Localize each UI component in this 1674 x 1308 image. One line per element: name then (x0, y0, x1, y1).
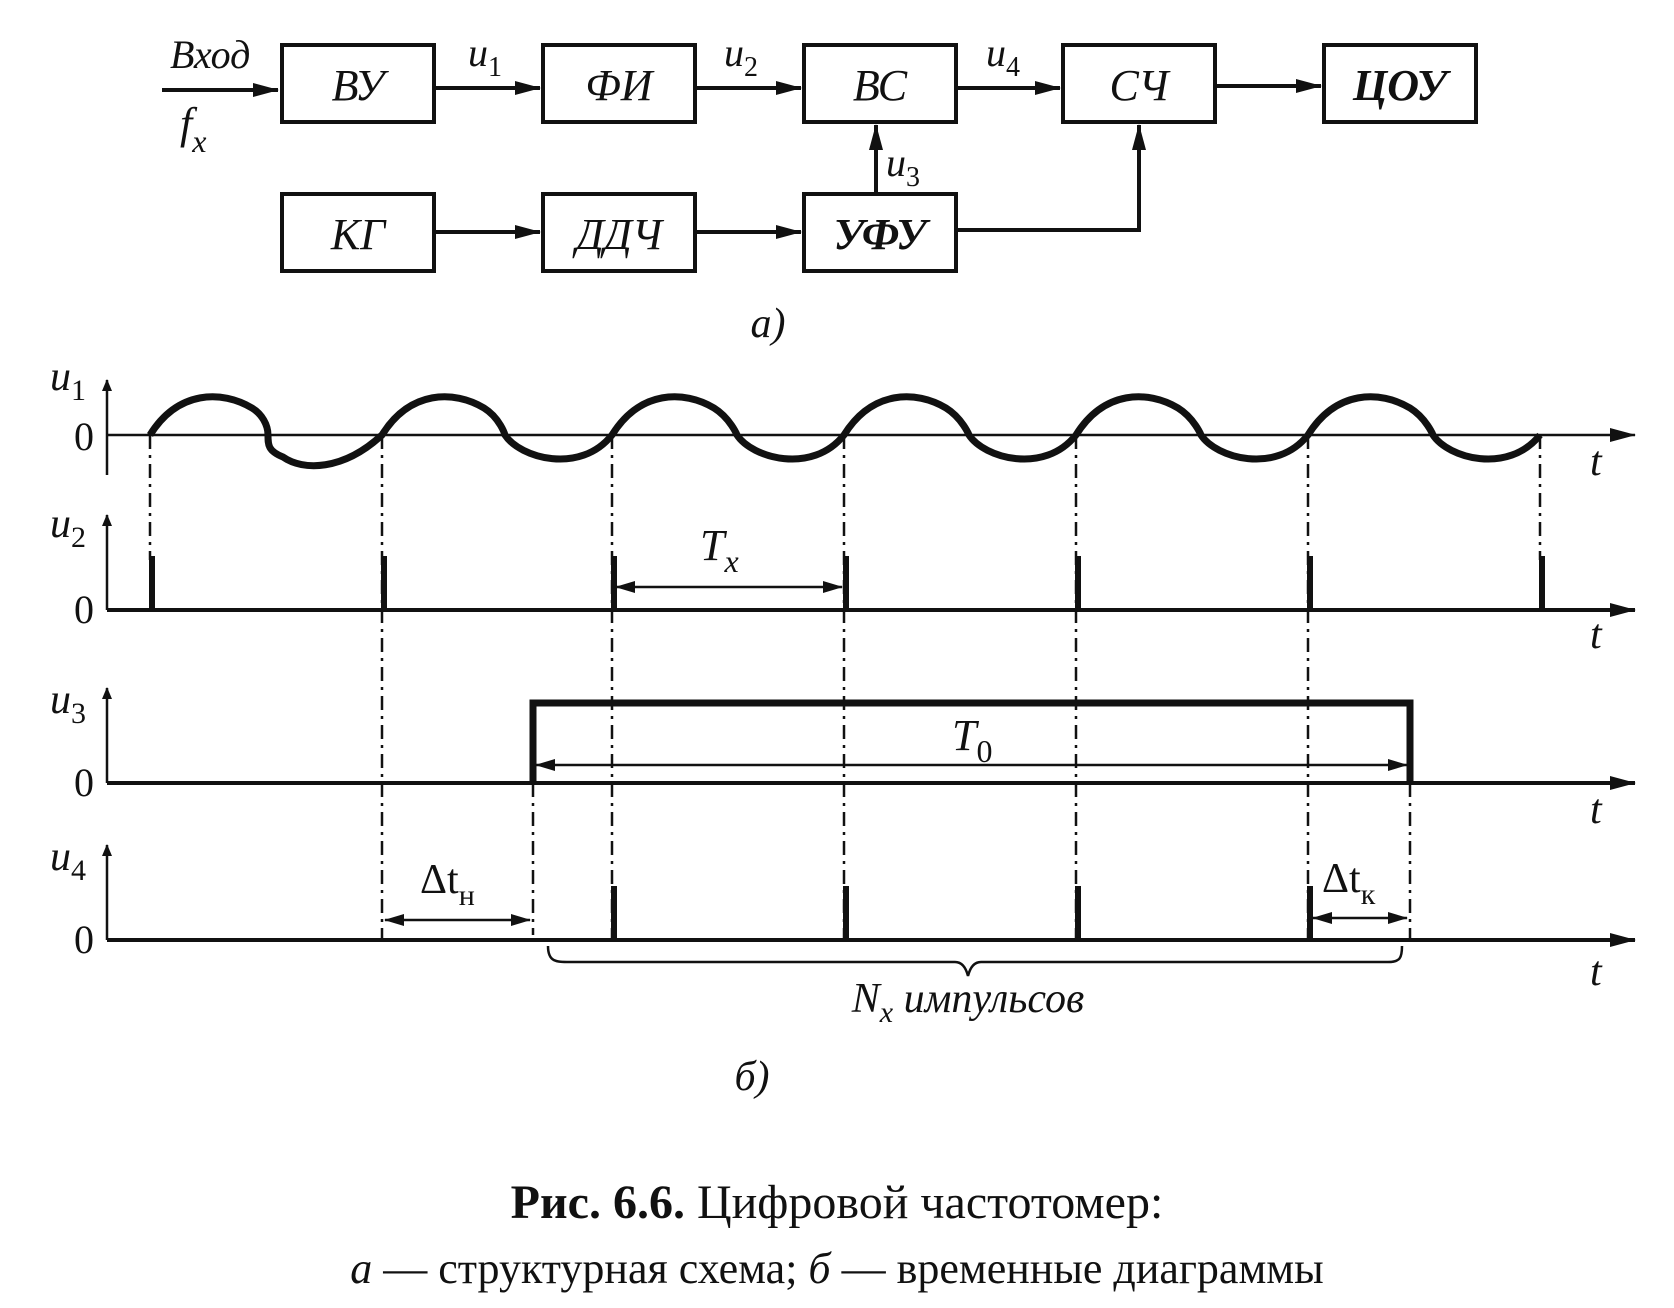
panel-b-label: б) (734, 1054, 769, 1100)
u2-zero: 0 (74, 587, 94, 632)
dtn-label: Δtн (420, 857, 475, 912)
u2-axis-name: u2 (50, 501, 86, 554)
caption-line-1: Рис. 6.6. Цифровой частотомер: (511, 1176, 1164, 1229)
signal-u1-label: u1 (468, 30, 502, 83)
block-sch (1061, 43, 1217, 124)
input-label: Вход (170, 32, 250, 77)
arrow-ufu-sch (956, 124, 1146, 232)
u3-axis-name: u3 (50, 677, 86, 730)
panel-a-label: а) (751, 301, 786, 347)
u1-zero: 0 (74, 414, 94, 459)
u4-zero: 0 (74, 917, 94, 962)
dtk-label: Δtк (1322, 856, 1376, 911)
input-freq-label: fx (180, 99, 206, 159)
figure-caption: Рис. 6.6. Цифровой частотомер: а — струк… (350, 1176, 1323, 1293)
block-tsou (1322, 43, 1478, 124)
u3-zero: 0 (74, 760, 94, 805)
block-ddch-label: ДДЧ (572, 210, 665, 259)
block-ufu-label: УФУ (834, 210, 931, 259)
signal-u3-label: u3 (886, 140, 920, 193)
block-ufu (802, 192, 958, 273)
timing-diagrams: u1 0 t u2 0 t u3 0 t u4 0 t (50, 354, 1636, 1100)
u1-t-label: t (1590, 439, 1603, 485)
block-tsou-label: ЦОУ (1352, 61, 1451, 110)
block-fi-label: ФИ (585, 61, 654, 110)
nx-brace (546, 945, 1404, 977)
u2-t-label: t (1590, 612, 1603, 658)
block-vs-label: ВС (853, 61, 908, 110)
signal-u2-label: u2 (724, 30, 758, 83)
to-label: T0 (952, 711, 992, 769)
nx-label: Nx импульсов (851, 976, 1084, 1029)
u1-sine-wave (147, 393, 1543, 470)
block-sch-label: СЧ (1109, 61, 1171, 110)
block-kg-label: КГ (330, 210, 387, 259)
u4-t-label: t (1590, 949, 1603, 995)
block-diagram: Вход fx ВУ ФИ ВС СЧ ЦОУ КГ ДДЧ УФУ u1 u2… (162, 30, 1478, 347)
u1-axis-name: u1 (50, 354, 86, 407)
block-vu-label: ВУ (332, 61, 390, 110)
block-vu (280, 43, 436, 124)
signal-u4-label: u4 (986, 30, 1020, 83)
u3-gate-pulse (529, 699, 1414, 783)
u4-axis-name: u4 (50, 834, 86, 887)
tx-label: Tx (700, 521, 739, 579)
block-fi (541, 43, 697, 124)
u3-t-label: t (1590, 787, 1603, 833)
block-vs (802, 43, 958, 124)
caption-line-2: а — структурная схема; б — временные диа… (350, 1244, 1323, 1293)
